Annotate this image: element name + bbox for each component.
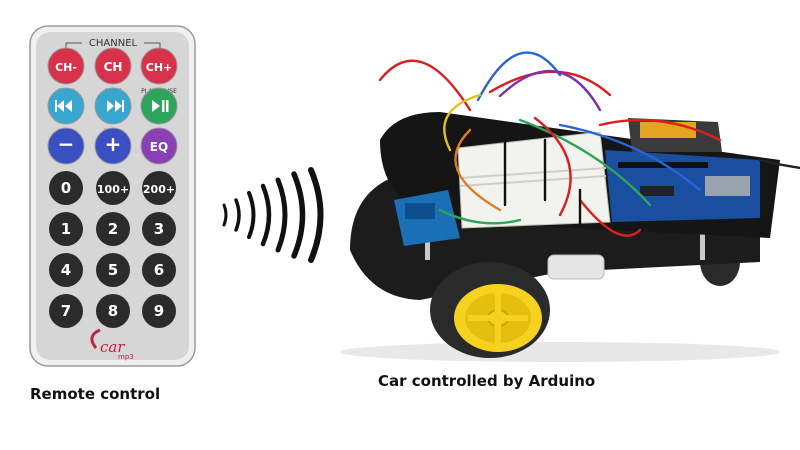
number-button-6[interactable]: 6: [142, 253, 176, 287]
remote-control: CHANNEL CH-PREVCHNEXTCH+PLAY/PAUSE VOL-V…: [29, 25, 196, 367]
svg-text:car: car: [100, 338, 125, 356]
svg-text:+: +: [105, 132, 122, 156]
number-button-5[interactable]: 5: [96, 253, 130, 287]
svg-text:−: −: [58, 132, 75, 156]
svg-text:EQ: EQ: [150, 140, 168, 154]
number-button-1[interactable]: 1: [49, 212, 83, 246]
breadboard: [457, 131, 611, 229]
svg-text:mp3: mp3: [118, 353, 134, 361]
number-button-7[interactable]: 7: [49, 294, 83, 328]
svg-text:CH: CH: [104, 60, 123, 74]
svg-text:6: 6: [154, 261, 164, 279]
number-button-8[interactable]: 8: [96, 294, 130, 328]
remote-button-EQ[interactable]: EQ: [140, 127, 178, 165]
svg-text:4: 4: [61, 261, 71, 279]
svg-text:CH+: CH+: [146, 61, 173, 74]
play-pause-icon: [152, 100, 169, 112]
svg-text:5: 5: [108, 261, 118, 279]
number-button-0[interactable]: 0: [49, 171, 83, 205]
jumper-wires: [378, 51, 800, 237]
remote-button-+[interactable]: +: [94, 127, 132, 165]
number-button-3[interactable]: 3: [142, 212, 176, 246]
channel-header: CHANNEL: [89, 38, 138, 49]
remote-button-−[interactable]: −: [47, 127, 85, 165]
number-button-2[interactable]: 2: [96, 212, 130, 246]
car-caption: Car controlled by Arduino: [378, 372, 596, 390]
front-wheel: [430, 262, 550, 358]
svg-text:CH-: CH-: [55, 61, 77, 74]
arduino-car: [340, 51, 800, 362]
svg-text:3: 3: [154, 220, 164, 238]
svg-text:2: 2: [108, 220, 118, 238]
svg-text:1: 1: [61, 220, 71, 238]
fast-forward-icon: [107, 100, 124, 112]
number-button-200+[interactable]: 200+: [142, 171, 176, 205]
svg-text:0: 0: [61, 179, 71, 197]
svg-text:7: 7: [61, 302, 71, 320]
svg-text:100+: 100+: [97, 183, 129, 196]
arduino-board: [605, 150, 760, 222]
svg-text:200+: 200+: [143, 183, 175, 196]
svg-text:9: 9: [154, 302, 164, 320]
remote-control-caption: Remote control: [30, 385, 161, 403]
brand-logo: car mp3: [90, 328, 134, 361]
signal-waves-icon: [222, 167, 324, 263]
number-button-4[interactable]: 4: [49, 253, 83, 287]
svg-text:8: 8: [108, 302, 118, 320]
rewind-icon: [55, 100, 72, 112]
number-button-100+[interactable]: 100+: [96, 171, 130, 205]
number-button-9[interactable]: 9: [142, 294, 176, 328]
remote-button-play-pause-icon[interactable]: [140, 87, 178, 125]
relay-module: [394, 190, 460, 246]
